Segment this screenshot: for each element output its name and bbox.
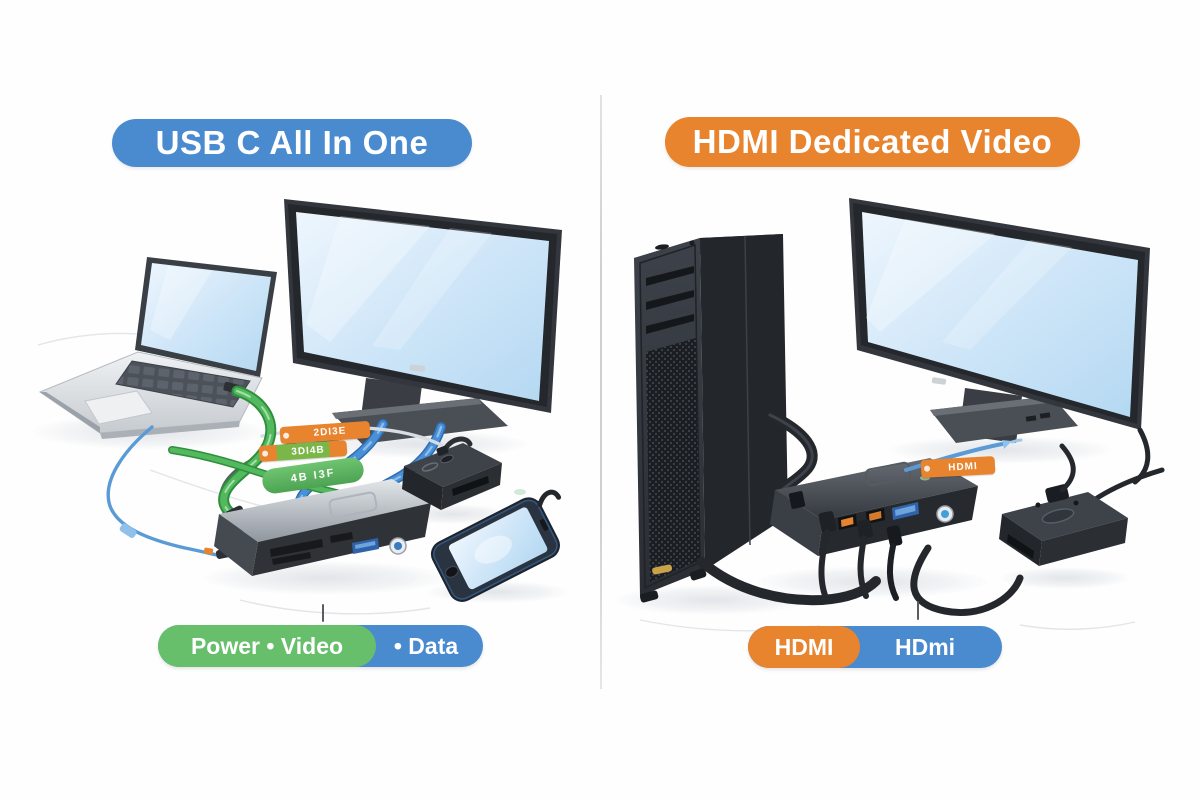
left-legend-green-label: Power • Video (190, 632, 344, 659)
left-legend-pointer (322, 604, 324, 622)
laptop (38, 257, 277, 439)
left-cable-sleeve-label: 4B I3F (289, 466, 337, 485)
right-legend-blue-label: HDmi (894, 633, 956, 660)
left-dock (214, 479, 526, 576)
right-cable-tag-label: HDMI (947, 460, 979, 474)
right-blue-cable (904, 438, 1023, 472)
left-legend-blue-label: • Data (393, 632, 459, 659)
desktop-tower (634, 234, 788, 603)
left-legend-pill: Power • Video • Data (158, 625, 483, 667)
right-legend-hdmi: HDMI (748, 626, 860, 668)
left-cable-tag-1-label: 2DI3E (313, 425, 347, 439)
right-legend-orange-label: HDMI (774, 633, 834, 660)
panel-divider (600, 95, 602, 689)
right-legend-hdmi-blue: HDmi (860, 626, 990, 668)
right-dock-plugs (818, 511, 903, 601)
right-legend-pointer (917, 601, 919, 620)
left-monitor (284, 199, 562, 444)
power-adapter (999, 443, 1128, 566)
right-legend-pill: HDMI HDmi (748, 626, 1002, 668)
left-legend-power-video: Power • Video (158, 625, 376, 667)
right-monitor (849, 198, 1150, 443)
power-bank (402, 436, 502, 510)
left-banner: USB C All In One (112, 119, 472, 167)
right-banner: HDMI Dedicated Video (665, 117, 1080, 167)
smartphone (430, 489, 562, 602)
left-banner-label: USB C All In One (155, 124, 429, 161)
left-cable-tag-2-label: 3DI4B (290, 444, 326, 458)
left-legend-data: • Data (376, 625, 476, 667)
right-banner-label: HDMI Dedicated Video (692, 123, 1053, 160)
